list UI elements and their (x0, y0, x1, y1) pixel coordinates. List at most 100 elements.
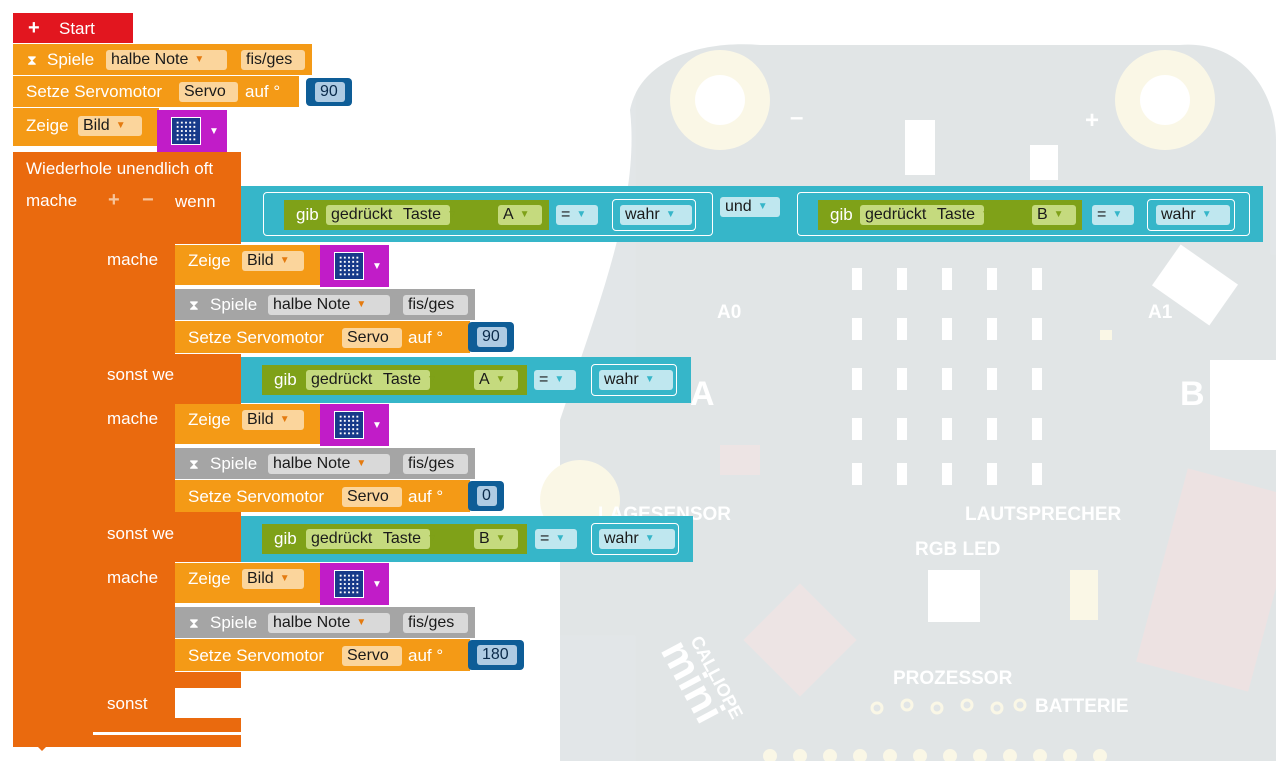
led-dot (180, 134, 183, 137)
image-picker[interactable]: ▼ (157, 110, 227, 152)
led-dot (348, 273, 350, 276)
play-note-block-disabled[interactable]: ⧗ Spiele halbe Note▼ fis/ges (175, 607, 475, 638)
set-servo-block[interactable]: Setze Servomotor Servo auf ° (175, 321, 470, 353)
dropdown-icon: ▼ (644, 374, 655, 385)
number-block[interactable]: 180 (468, 640, 524, 670)
led-dot (193, 121, 196, 124)
servo-name-field[interactable]: Servo (342, 328, 402, 348)
tone-dropdown[interactable]: fis/ges (241, 50, 305, 70)
start-block[interactable]: + Start (13, 13, 133, 43)
servo-suffix: auf ° (408, 487, 444, 506)
note-dropdown[interactable]: halbe Note▼ (268, 454, 390, 474)
tone-value: fis/ges (408, 296, 455, 313)
key-b-dropdown[interactable]: B▼ (474, 529, 518, 549)
key-a-dropdown[interactable]: A▼ (474, 370, 518, 390)
true-value: wahr (604, 371, 639, 389)
image-picker[interactable]: ▼ (320, 404, 389, 446)
servo-angle-input[interactable]: 180 (477, 645, 517, 665)
servo-suffix: auf ° (408, 328, 444, 347)
note-dropdown[interactable]: halbe Note▼ (106, 50, 227, 70)
forever-loop[interactable]: Wiederhole unendlich oft (13, 152, 241, 184)
eq-operator-dropdown[interactable]: =▼ (556, 205, 598, 225)
gib-label: gib (274, 529, 297, 548)
minus-icon[interactable]: − (142, 189, 154, 211)
servo-angle-input[interactable]: 90 (315, 82, 345, 102)
else-slot[interactable] (175, 688, 241, 718)
pressed-b-sensor[interactable]: gib gedrückt Taste▼ B▼ (818, 200, 1082, 230)
and-value: und (725, 198, 752, 216)
pressed-dropdown[interactable]: gedrückt Taste▼ (306, 370, 437, 390)
number-block[interactable]: 0 (468, 481, 504, 511)
led-image-icon (334, 252, 364, 280)
servo-name-field[interactable]: Servo (342, 646, 402, 666)
image-kind-dropdown[interactable]: Bild▼ (242, 569, 304, 589)
tone-value: fis/ges (408, 614, 455, 631)
eq-operator-dropdown[interactable]: =▼ (1092, 205, 1134, 225)
servo-name-field[interactable]: Servo (179, 82, 238, 102)
set-servo-block[interactable]: Setze Servomotor Servo auf ° (175, 639, 470, 671)
svg-text:A: A (690, 375, 715, 413)
led-dot (352, 260, 355, 263)
image-kind-dropdown[interactable]: Bild▼ (78, 116, 142, 136)
pressed-dropdown[interactable]: gedrückt Taste▼ (306, 529, 437, 549)
image-picker[interactable]: ▼ (320, 245, 389, 287)
and-condition-block[interactable]: gib gedrückt Taste▼ A▼ =▼ wahr▼ und▼ gib… (241, 186, 1263, 242)
svg-text:A1: A1 (1148, 302, 1173, 323)
pressed-b-sensor[interactable]: gib gedrückt Taste▼ B▼ (262, 524, 527, 554)
eq-operator-dropdown[interactable]: =▼ (534, 370, 576, 390)
if-spine[interactable]: + − mache sonst wenn mache sonst wenn ma… (93, 184, 193, 732)
play-note-block[interactable]: ⧗ Spiele halbe Note▼ fis/ges (13, 44, 312, 75)
led-dot (176, 138, 179, 141)
tone-dropdown[interactable]: fis/ges (403, 613, 468, 633)
true-a-dropdown[interactable]: wahr▼ (620, 205, 692, 225)
true-b-dropdown[interactable]: wahr▼ (599, 529, 675, 549)
dropdown-icon: ▼ (115, 120, 126, 131)
elseif-label-1: sonst wenn (107, 365, 193, 384)
image-kind-dropdown[interactable]: Bild▼ (242, 410, 304, 430)
led-dot (343, 583, 346, 585)
show-image-block[interactable]: Zeige Bild▼ (13, 108, 159, 146)
led-dot (343, 415, 346, 418)
eq-value: = (540, 530, 550, 548)
note-dropdown[interactable]: halbe Note▼ (268, 295, 390, 315)
pressed-a-sensor[interactable]: gib gedrückt Taste▼ A▼ (262, 365, 527, 395)
true-a-dropdown[interactable]: wahr ▼ (599, 370, 673, 390)
play-note-block-disabled[interactable]: ⧗ Spiele halbe Note▼ fis/ges (175, 448, 475, 479)
show-image-block[interactable]: Zeige Bild▼ (175, 245, 323, 285)
pressed-dropdown[interactable]: gedrückt Taste▼ (326, 205, 457, 225)
key-a-dropdown[interactable]: A▼ (498, 205, 542, 225)
eq-operator-dropdown[interactable]: =▼ (535, 529, 577, 549)
key-b-dropdown[interactable]: B▼ (1032, 205, 1076, 225)
servo-angle-input[interactable]: 0 (477, 486, 497, 506)
play-note-block-disabled[interactable]: ⧗ Spiele halbe Note▼ fis/ges (175, 289, 475, 320)
set-servo-block[interactable]: Setze Servomotor Servo auf ° (13, 76, 299, 107)
led-grid (339, 415, 359, 435)
plus-icon[interactable]: + (108, 189, 120, 211)
and-operator-dropdown[interactable]: und▼ (720, 197, 780, 217)
show-image-block[interactable]: Zeige Bild▼ (175, 563, 323, 603)
image-kind-value: Bild (247, 570, 274, 588)
set-servo-label: Setze Servomotor (188, 487, 325, 506)
compare-a-block[interactable]: gib gedrückt Taste▼ A▼ =▼ wahr ▼ (241, 357, 691, 403)
hourglass-icon: ⧗ (189, 297, 199, 313)
led-dot (356, 415, 359, 418)
image-picker[interactable]: ▼ (320, 563, 389, 605)
led-dot (176, 130, 179, 132)
set-servo-block[interactable]: Setze Servomotor Servo auf ° (175, 480, 470, 512)
servo-angle-input[interactable]: 90 (477, 327, 507, 347)
servo-suffix: auf ° (408, 646, 444, 665)
tone-dropdown[interactable]: fis/ges (403, 454, 468, 474)
number-block[interactable]: 90 (306, 78, 352, 106)
note-dropdown[interactable]: halbe Note▼ (268, 613, 390, 633)
servo-name-field[interactable]: Servo (342, 487, 402, 507)
image-kind-dropdown[interactable]: Bild▼ (242, 251, 304, 271)
pressed-dropdown[interactable]: gedrückt Taste▼ (860, 205, 991, 225)
true-b-dropdown[interactable]: wahr▼ (1156, 205, 1230, 225)
number-block[interactable]: 90 (468, 322, 514, 352)
play-label: Spiele (210, 454, 258, 473)
pressed-a-sensor[interactable]: gib gedrückt Taste▼ A▼ (284, 200, 549, 230)
show-image-block[interactable]: Zeige Bild▼ (175, 404, 323, 444)
tone-dropdown[interactable]: fis/ges (403, 295, 468, 315)
svg-text:BATTERIE: BATTERIE (1035, 696, 1129, 717)
compare-b-block[interactable]: gib gedrückt Taste▼ B▼ =▼ wahr▼ (241, 516, 693, 562)
